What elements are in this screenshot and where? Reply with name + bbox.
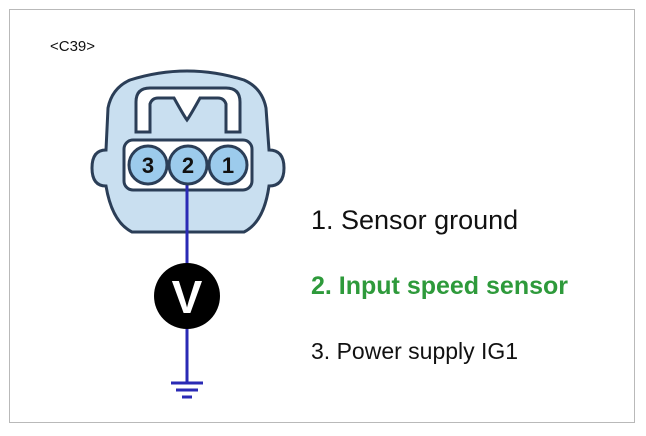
voltmeter-symbol: V: [172, 271, 203, 323]
voltmeter-body: [154, 263, 220, 329]
pin-2: 2: [167, 144, 209, 186]
connector-latch: [134, 86, 242, 134]
ground-icon: [171, 381, 203, 399]
pin-1: 1: [207, 144, 249, 186]
diagram-frame: [9, 9, 635, 423]
pin-3: 3: [127, 144, 169, 186]
pin-1-label: 1: [222, 153, 234, 178]
legend-item-sensor-ground: 1. Sensor ground: [311, 205, 519, 235]
pin-3-label: 3: [142, 153, 154, 178]
pin-2-label: 2: [182, 153, 194, 178]
legend-item-input-speed-sensor: 2. Input speed sensor: [311, 272, 569, 300]
legend-item-power-supply: 3. Power supply IG1: [311, 338, 519, 364]
pin-3-body: [127, 144, 169, 186]
connector-id: <C39>: [50, 38, 96, 55]
voltmeter: V: [154, 263, 220, 329]
pin-1-body: [207, 144, 249, 186]
pin-2-body: [167, 144, 209, 186]
